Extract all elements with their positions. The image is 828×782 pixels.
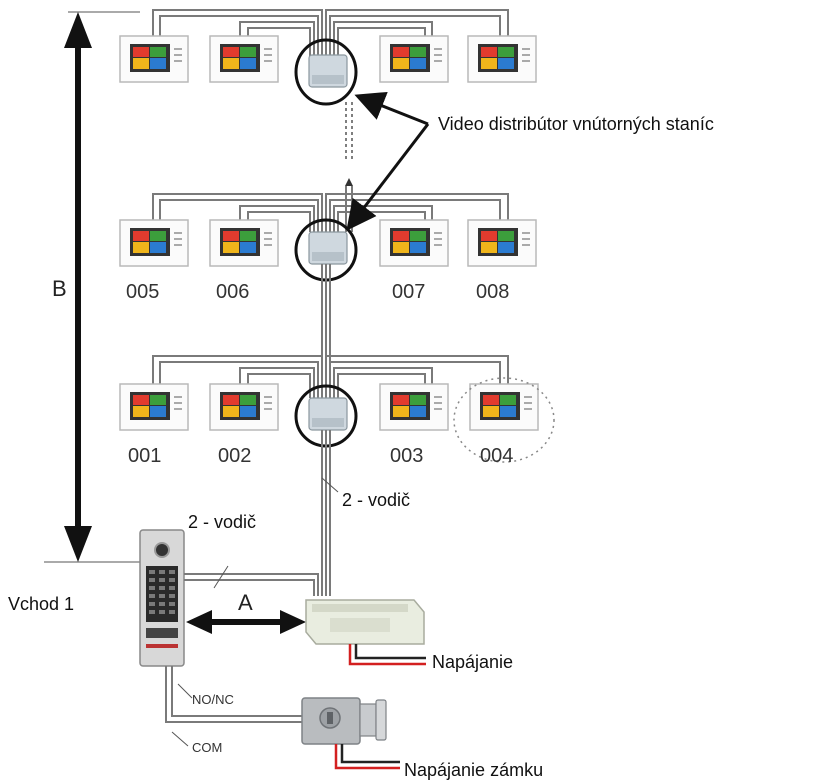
- distance-a-arrow: [186, 610, 306, 634]
- entrance-label: Vchod 1: [8, 594, 74, 614]
- com-label: COM: [192, 740, 222, 755]
- distributor-label: Video distribútor vnútorných staníc: [438, 114, 714, 134]
- monitor-top-4: [467, 35, 537, 83]
- wire-tick-upper: [321, 477, 339, 493]
- unit-label-006: 006: [216, 281, 249, 303]
- distance-b-label: B: [52, 276, 67, 301]
- wire-door-to-power: [184, 573, 319, 596]
- distributor-callout-arrows: [346, 91, 430, 231]
- power-supply-unit: [305, 599, 425, 645]
- monitor-004: [469, 383, 539, 431]
- lock-wires: [165, 666, 304, 723]
- unit-label-001: 001: [128, 445, 161, 467]
- door-station: [139, 529, 185, 667]
- distributor-bottom: [308, 397, 348, 431]
- distributor-middle: [308, 231, 348, 265]
- monitor-top-3: [379, 35, 449, 83]
- monitor-top-1: [119, 35, 189, 83]
- monitor-005: [119, 219, 189, 267]
- distributor-top: [308, 54, 348, 88]
- electric-lock: [301, 697, 387, 745]
- unit-label-007: 007: [392, 281, 425, 303]
- monitor-top-2: [209, 35, 279, 83]
- wire-label-lower: 2 - vodič: [188, 512, 256, 532]
- monitor-003: [379, 383, 449, 431]
- monitor-007: [379, 219, 449, 267]
- lock-power-label: Napájanie zámku: [404, 760, 543, 780]
- distributor-top-highlight: [294, 38, 358, 106]
- no-nc-label: NO/NC: [192, 692, 234, 707]
- monitor-001: [119, 383, 189, 431]
- monitor-008: [467, 219, 537, 267]
- monitor-002: [209, 383, 279, 431]
- distance-b-arrow: [44, 11, 140, 563]
- tick-com: [171, 731, 189, 747]
- unit-label-003: 003: [390, 445, 423, 467]
- floor-middle: [119, 186, 537, 282]
- floor-bottom: [119, 355, 555, 463]
- wire-label-upper: 2 - vodič: [342, 490, 410, 510]
- monitor-006: [209, 219, 279, 267]
- unit-label-008: 008: [476, 281, 509, 303]
- bus-to-power-supply: [321, 430, 331, 596]
- lock-power-leads: [334, 744, 400, 770]
- distance-a-label: A: [238, 590, 253, 615]
- unit-label-005: 005: [126, 281, 159, 303]
- unit-label-002: 002: [218, 445, 251, 467]
- wire-tick-lower: [213, 565, 229, 589]
- power-label: Napájanie: [432, 652, 513, 672]
- unit-label-004: 004: [480, 445, 513, 467]
- power-leads: [348, 644, 426, 666]
- floor-top: [119, 9, 537, 186]
- monitor-004-dotted-highlight: [453, 377, 555, 463]
- tick-no-nc: [177, 683, 193, 699]
